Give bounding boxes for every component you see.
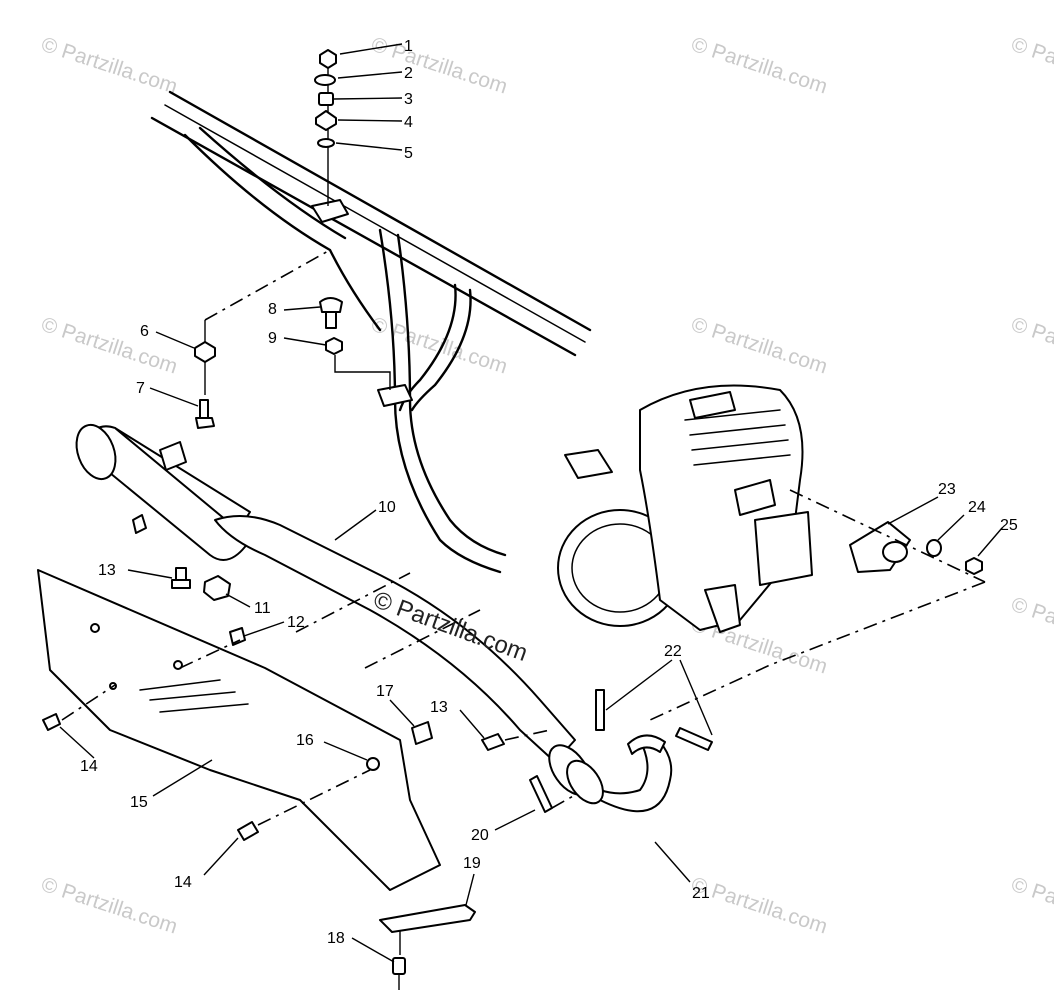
- spring-22b: [675, 727, 713, 751]
- watermark: © Partzilla.com: [688, 33, 830, 99]
- flange-hardware: [649, 489, 986, 721]
- muffler-10: [75, 423, 576, 763]
- watermark: © Partzilla.com: [1008, 313, 1054, 379]
- callout-13-upper: 13: [98, 562, 116, 579]
- nut-1: [319, 49, 337, 69]
- washer-2: [314, 74, 336, 86]
- centerlines: [61, 572, 576, 826]
- callout-18: 18: [327, 930, 345, 947]
- callout-3: 3: [404, 91, 413, 108]
- leader-lines: [59, 43, 1003, 963]
- callout-2: 2: [404, 65, 413, 82]
- watermark: © Partzilla.com: [688, 873, 830, 939]
- nut-11: [203, 575, 231, 601]
- callout-14-lower: 14: [174, 874, 192, 891]
- clip-12: [229, 627, 246, 646]
- nut-9: [325, 337, 343, 355]
- callout-11: 11: [254, 600, 271, 617]
- clip-17: [411, 721, 433, 745]
- damper-hardware: [319, 297, 391, 390]
- screw-14b: [237, 821, 259, 841]
- callout-16: 16: [296, 732, 314, 749]
- watermark: © Partzilla.com: [368, 313, 510, 379]
- bolt-13b: [481, 733, 505, 751]
- callout-13-lower: 13: [430, 699, 448, 716]
- watermark: © Partzilla.com: [38, 873, 180, 939]
- callout-23: 23: [938, 481, 956, 498]
- screw-18: [392, 957, 406, 975]
- nut-25: [965, 557, 983, 575]
- gasket-24: [926, 539, 942, 557]
- watermark: © Partzilla.com: [1008, 873, 1054, 939]
- washer-16: [366, 757, 380, 771]
- callout-17: 17: [376, 683, 394, 700]
- callout-6: 6: [140, 323, 149, 340]
- callout-15: 15: [130, 794, 148, 811]
- head-pipe-21: [529, 689, 713, 813]
- callout-14-upper: 14: [80, 758, 98, 775]
- callout-labels: 1 2 3 4 5 6 7 8 9 10 11 12 13 13 14 14 1…: [80, 38, 1018, 947]
- callout-20: 20: [471, 827, 489, 844]
- frame: [150, 90, 592, 574]
- bumper-8: [319, 297, 343, 313]
- screw-14a: [42, 713, 61, 731]
- watermark: © Partzilla.com: [38, 313, 180, 379]
- bracket-19: [379, 904, 476, 990]
- callout-12: 12: [287, 614, 305, 631]
- callout-19: 19: [463, 855, 481, 872]
- callout-9: 9: [268, 330, 277, 347]
- watermark: © Partzilla.com: [688, 313, 830, 379]
- callout-8: 8: [268, 301, 277, 318]
- small-hardware: [42, 567, 505, 841]
- callout-1: 1: [404, 38, 413, 55]
- callout-5: 5: [404, 145, 413, 162]
- spring-20: [529, 775, 553, 813]
- spring-22a: [595, 689, 605, 731]
- callout-7: 7: [136, 380, 145, 397]
- mount-hardware: [314, 49, 337, 206]
- callout-24: 24: [968, 499, 986, 516]
- watermark: © Partzilla.com: [1008, 593, 1054, 659]
- bushing-3: [318, 92, 334, 106]
- watermark: © Partzilla.com: [38, 33, 180, 99]
- muffler-mount: [194, 249, 331, 429]
- callout-10: 10: [378, 499, 396, 516]
- grommet-6: [194, 341, 216, 363]
- callout-22: 22: [664, 643, 682, 660]
- washer-5: [317, 138, 335, 148]
- engine: [557, 384, 813, 633]
- callout-25: 25: [1000, 517, 1018, 534]
- callout-21: 21: [692, 885, 710, 902]
- callout-4: 4: [404, 114, 413, 131]
- watermark: © Partzilla.com: [368, 33, 510, 99]
- watermark: © Partzilla.com: [1008, 33, 1054, 99]
- grommet-4: [315, 110, 337, 131]
- heat-shield-15: [37, 569, 441, 891]
